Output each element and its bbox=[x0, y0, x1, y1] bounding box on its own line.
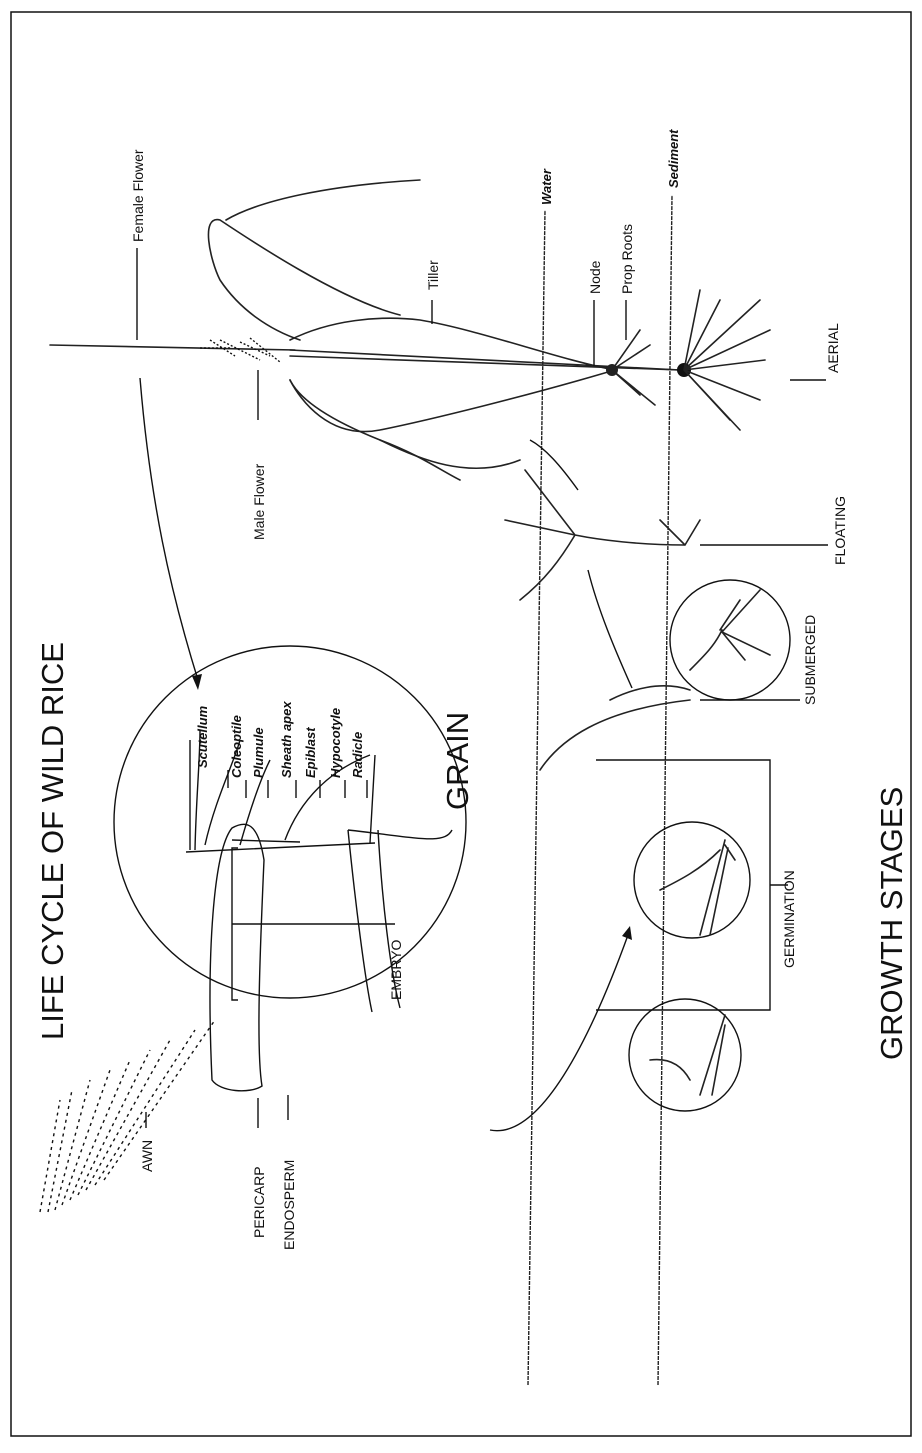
tiller-label: Tiller bbox=[425, 260, 441, 290]
germination-bracket bbox=[596, 760, 788, 1010]
embryo-detail-labels: Scutellum Coleoptile Plumule Sheath apex… bbox=[195, 701, 367, 798]
sediment-label: Sediment bbox=[666, 129, 681, 188]
arrow-flower-to-embryo bbox=[140, 378, 198, 680]
embryo-label: EMBRYO bbox=[388, 939, 404, 1000]
root-mass bbox=[684, 290, 770, 430]
diagram-title: LIFE CYCLE OF WILD RICE bbox=[35, 642, 70, 1040]
submerged-seedling bbox=[690, 590, 770, 670]
embryo-bracket bbox=[232, 848, 395, 1000]
arrow-floating-to-aerial bbox=[530, 440, 578, 490]
endosperm-label: ENDOSPERM bbox=[281, 1160, 297, 1250]
germination-circle-2 bbox=[634, 822, 750, 938]
sheath-apex-label: Sheath apex bbox=[279, 701, 294, 778]
hypocotyle-label: Hypocotyle bbox=[328, 708, 343, 778]
leaf-1 bbox=[208, 220, 400, 340]
coleoptile-label: Coleoptile bbox=[229, 715, 244, 778]
water-label: Water bbox=[539, 168, 554, 205]
grain-drawing bbox=[40, 824, 452, 1212]
water-line bbox=[528, 210, 545, 1385]
submerged-label: SUBMERGED bbox=[802, 615, 818, 705]
arrow-head-embryo bbox=[192, 674, 202, 690]
pericarp-label: PERICARP bbox=[251, 1166, 267, 1238]
growth-stages-heading: GROWTH STAGES bbox=[874, 787, 909, 1060]
leaf-1-tip bbox=[226, 180, 420, 220]
awn-bristles bbox=[40, 1020, 215, 1212]
grain-heading: GRAIN bbox=[440, 712, 475, 810]
germination-seed-2 bbox=[660, 840, 735, 935]
germination-label: GERMINATION bbox=[781, 870, 797, 968]
epiblast-label: Epiblast bbox=[303, 727, 318, 778]
arrow-submerged-to-floating bbox=[588, 570, 632, 688]
culm bbox=[290, 350, 680, 370]
mature-plant bbox=[50, 180, 770, 480]
grain-labels: AWN PERICARP ENDOSPERM EMBRYO bbox=[139, 848, 404, 1250]
radicle-label: Radicle bbox=[350, 732, 365, 778]
panicle-axis bbox=[50, 345, 295, 350]
scutellum-label: Scutellum bbox=[195, 705, 210, 768]
embryo-detail-circle bbox=[114, 646, 466, 998]
floating-label: FLOATING bbox=[832, 496, 848, 565]
aerial-label: AERIAL bbox=[825, 323, 841, 373]
awn-label: AWN bbox=[139, 1140, 155, 1172]
floating-plant bbox=[505, 470, 700, 600]
plumule-label: Plumule bbox=[251, 727, 266, 778]
female-flower-label: Female Flower bbox=[130, 149, 146, 242]
tiller-2 bbox=[290, 372, 608, 432]
submerged-circle bbox=[670, 580, 790, 700]
sediment-line bbox=[658, 195, 672, 1385]
arrow-head-seed bbox=[622, 926, 632, 940]
node-label: Node bbox=[587, 260, 603, 294]
male-flower-label: Male Flower bbox=[251, 463, 267, 540]
grain-body bbox=[210, 824, 264, 1091]
submerged-plant bbox=[540, 686, 690, 770]
prop-roots-label: Prop Roots bbox=[619, 224, 635, 294]
arrow-grain-to-seed bbox=[490, 935, 628, 1131]
